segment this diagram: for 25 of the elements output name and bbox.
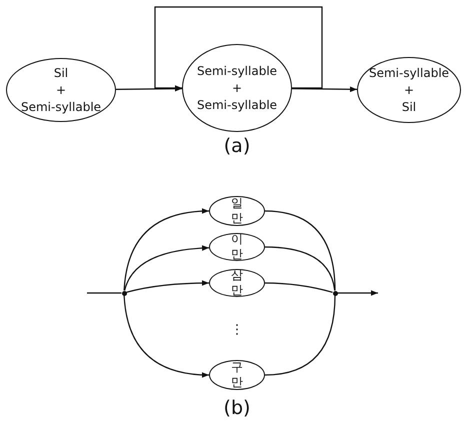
arrow — [126, 280, 209, 293]
word-ellipse: 삼만 — [209, 269, 265, 297]
state-ellipse: Semi-syllable + Sil — [357, 57, 461, 123]
word-ellipse: 구만 — [209, 360, 265, 390]
connector-line — [87, 292, 122, 294]
state-ellipse: Sil + Semi-syllable — [6, 58, 116, 122]
state-ellipse: Semi-syllable + Semi-syllable — [182, 44, 292, 132]
panel-label: (b) — [224, 397, 250, 419]
arrow — [124, 295, 210, 378]
connector-line — [264, 246, 336, 291]
arrow — [154, 6, 323, 91]
word-ellipse: 이만 — [209, 233, 265, 261]
connector-line — [264, 210, 336, 291]
arrow — [116, 86, 182, 92]
arrow — [124, 245, 210, 291]
arrow — [292, 86, 358, 92]
word-ellipse: 일만 — [209, 196, 265, 226]
arrow — [338, 290, 378, 296]
connector-line — [265, 282, 333, 293]
junction-dot — [332, 290, 338, 296]
panel-label: (a) — [224, 135, 250, 157]
ellipsis: ⋮ — [230, 322, 244, 338]
junction-dot — [122, 290, 126, 296]
arrow — [124, 208, 210, 291]
connector-line — [264, 295, 336, 376]
